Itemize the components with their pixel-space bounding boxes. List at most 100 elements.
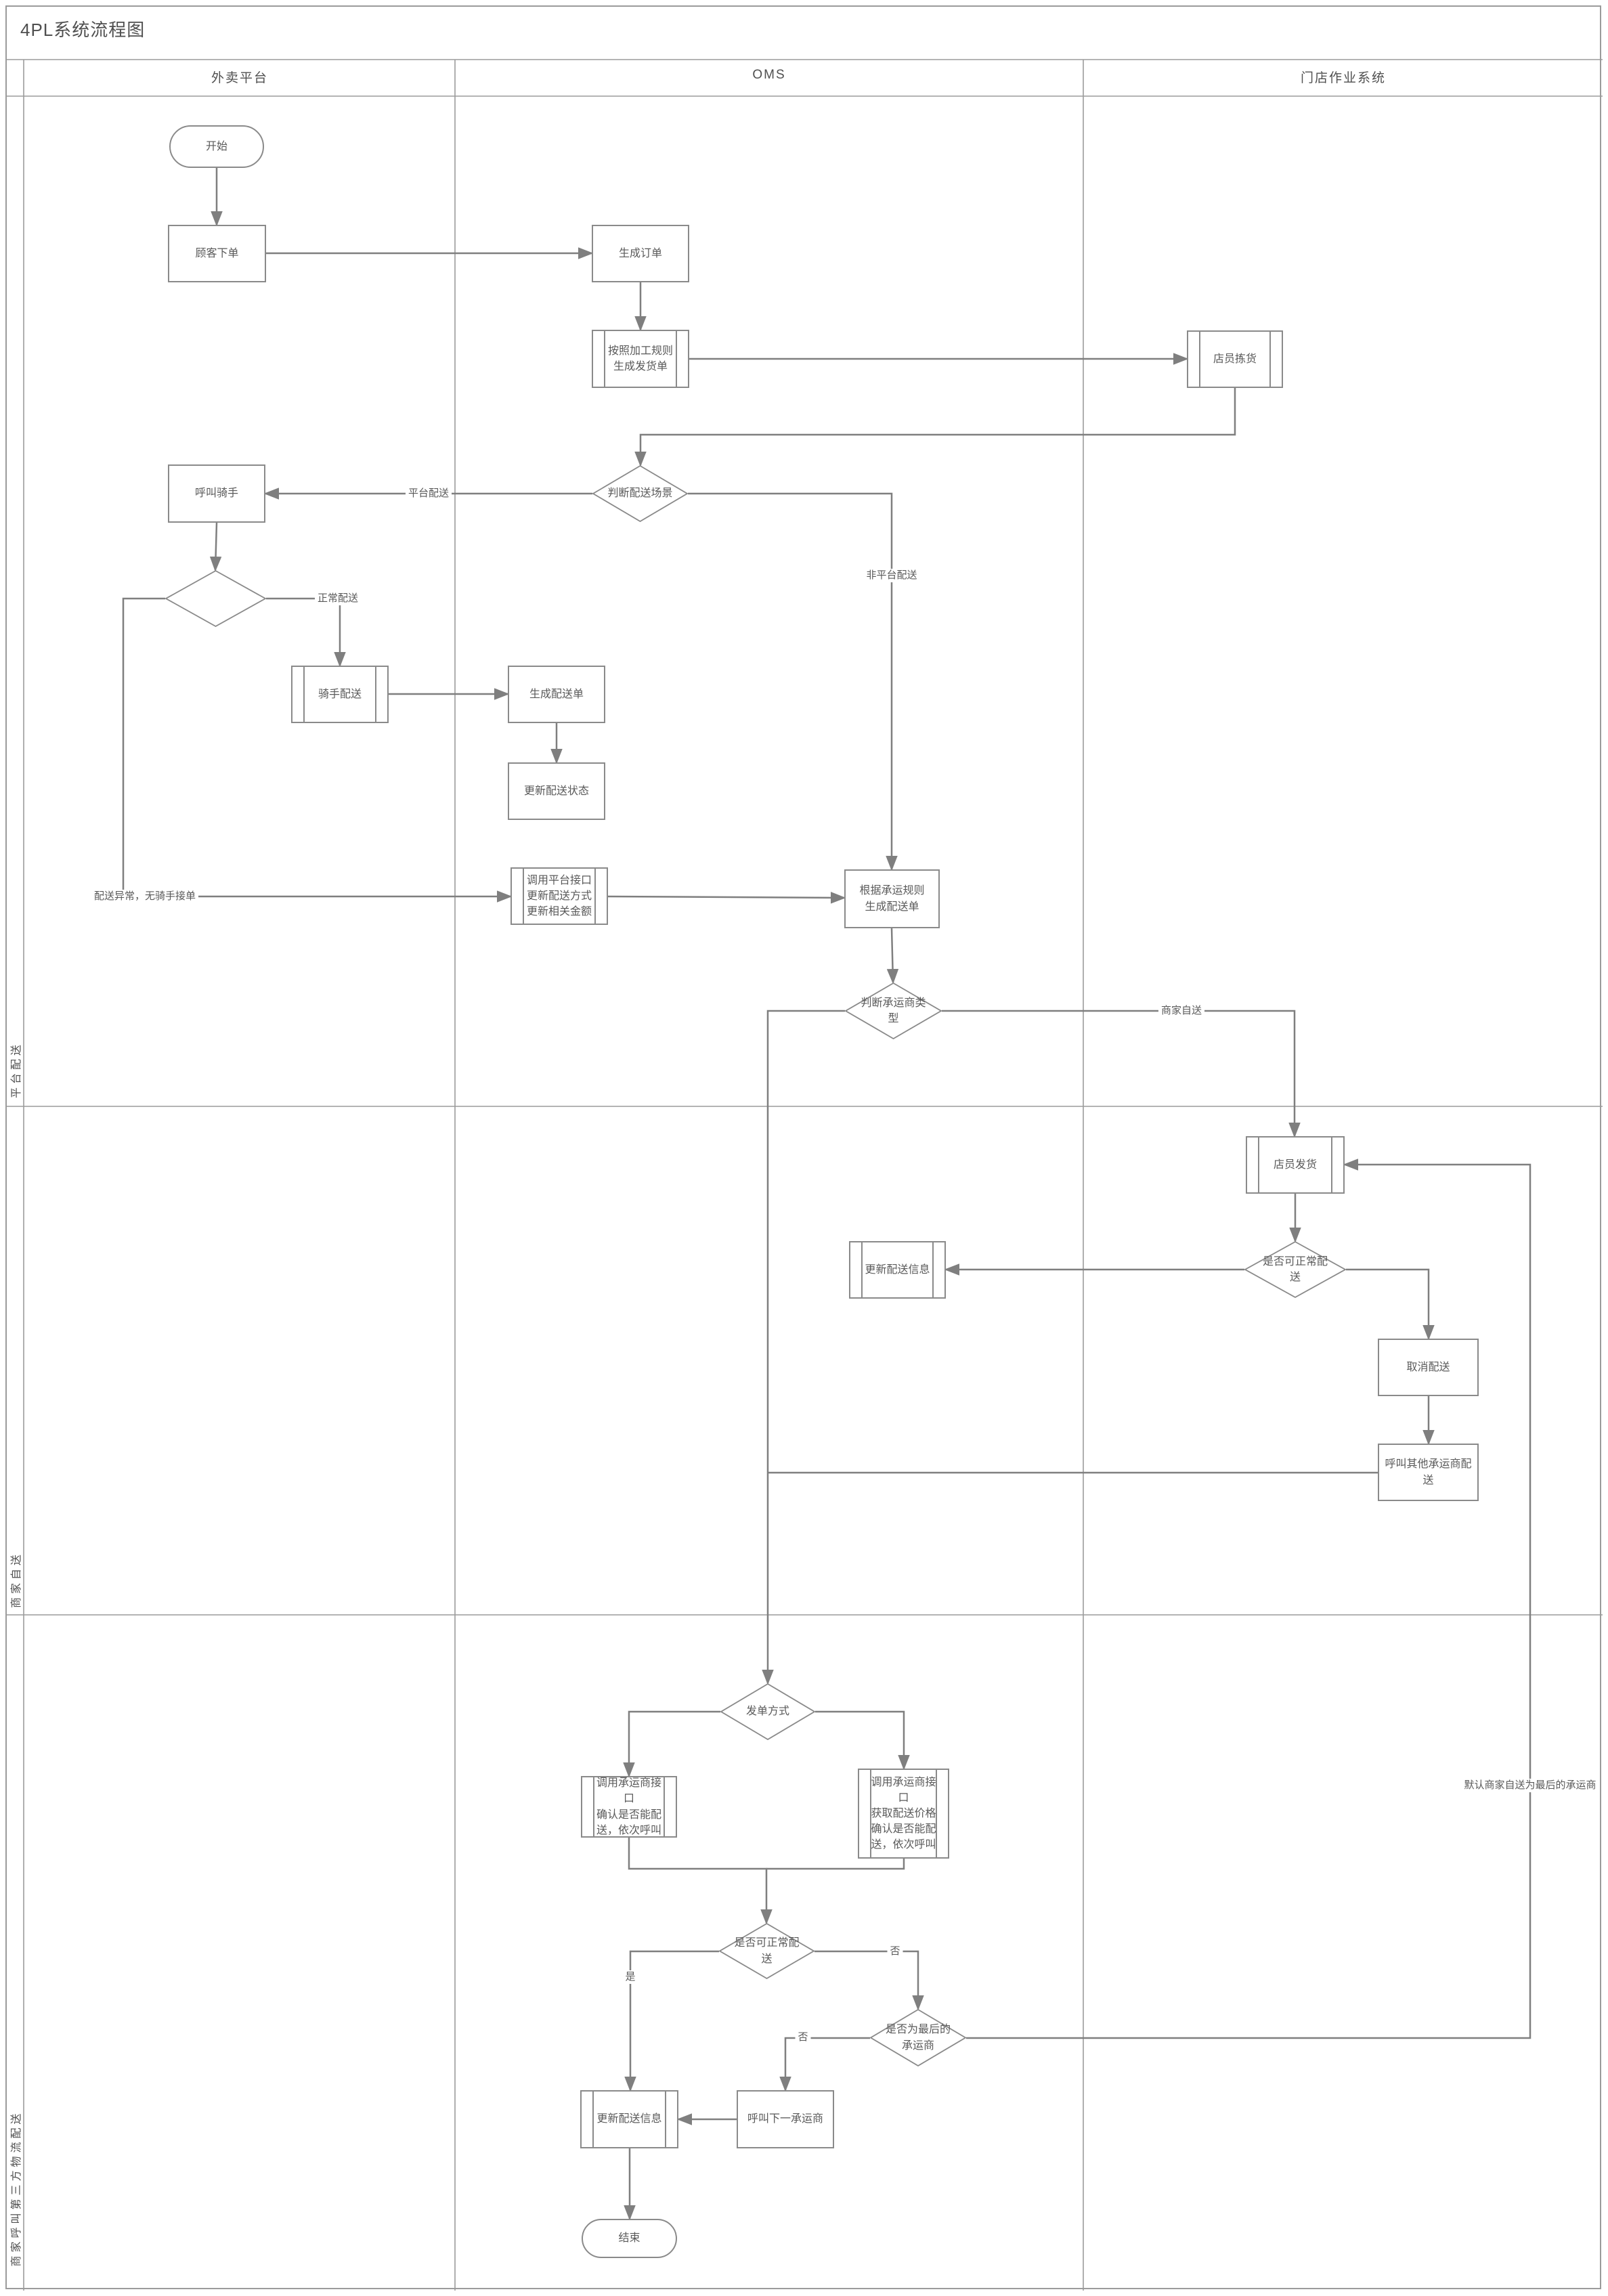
predefined-bar-right [936,1770,937,1857]
decision-diamond-shape [1244,1241,1346,1298]
node-call-other-carrier: 呼叫其他承运商配 送 [1378,1444,1479,1501]
decision-diamond-shape [592,465,688,522]
node-label: 呼叫骑手 [194,488,238,500]
flow-edge-12 [688,492,898,871]
flow-edge-4 [634,388,1236,467]
node-update-delivery-info-3pl: 更新配送信息 [580,2090,678,2148]
node-is-last-carrier: 是否为最后的 承运商 [870,2009,966,2066]
flow-edge-21 [623,1710,720,1778]
edge-label-30: 默认商家自送为最后的承运商 [1461,1779,1599,1792]
node-update-delivery-status: 更新配送状态 [508,762,605,820]
node-label: 生成配送单 [529,688,584,700]
node-label: 是否可正常配 送 [734,1937,800,1965]
node-call-carrier-api-price: 调用承运商接 口 获取配送价格 确认是否能配 送，依次呼叫 [858,1769,949,1859]
edge-label-12: 非平台配送 [863,569,920,582]
predefined-bar-right [594,869,596,924]
flow-edge-27 [779,2037,870,2092]
node-rider-result-branch [165,570,266,627]
decision-diamond-shape [719,1923,814,1979]
predefined-bar-left [1199,332,1200,387]
node-update-delivery-info-merchant: 更新配送信息 [849,1241,946,1299]
node-can-deliver-normal-merchant: 是否可正常配 送 [1244,1241,1346,1298]
lane-row-label-2: 商家呼叫第三方物流配送 [11,2110,22,2267]
decision-diamond-shape [845,982,942,1039]
flow-edge-10 [122,597,513,903]
predefined-bar-right [932,1242,934,1297]
node-customer-place-order: 顾客下单 [168,225,266,282]
flow-edge-30 [966,1158,1531,2039]
predefined-bar-right [664,1777,665,1836]
node-cancel-delivery: 取消配送 [1378,1339,1479,1396]
lane-header-1: OMS [752,68,786,82]
node-call-next-carrier: 呼叫下一承运商 [737,2090,834,2148]
flow-edge-18 [1346,1268,1435,1341]
predefined-bar-right [375,667,376,722]
node-start: 开始 [169,125,264,168]
flow-edge-23 [628,1838,773,1925]
predefined-bar-left [604,331,605,387]
node-end: 结束 [582,2219,677,2258]
predefined-bar-right [1269,332,1271,387]
node-create-shipping-doc: 按照加工规则 生成发货单 [592,330,689,388]
flow-edge-7 [266,597,346,668]
node-clerk-picking: 店员拣货 [1187,330,1283,388]
node-can-deliver-normal-3pl: 是否可正常配 送 [719,1923,814,1979]
diagram-title: 4PL系统流程图 [20,20,146,40]
node-create-order: 生成订单 [592,225,689,282]
decision-diamond-shape [870,2009,966,2066]
lane-header-2: 门店作业系统 [1300,71,1386,85]
edge-label-27: 否 [795,2031,811,2044]
node-call-platform-api: 调用平台接口 更新配送方式 更新相关金额 [510,867,608,925]
flow-edge-6 [209,522,222,572]
flow-edge-22 [815,1710,910,1771]
flow-edge-15 [942,1010,1301,1138]
node-judge-delivery-scene: 判断配送场景 [592,465,688,522]
predefined-bar-right [1331,1138,1332,1192]
edge-label-7: 正常配送 [314,592,362,605]
node-label: 取消配送 [1406,1361,1450,1373]
edge-label-26: 否 [887,1945,903,1958]
edge-label-25: 是 [622,1970,638,1984]
node-label: 店员发货 [1273,1158,1317,1171]
node-label: 是否为最后的 承运商 [885,2024,951,2052]
node-call-carrier-api-confirm: 调用承运商接 口 确认是否能配 送，依次呼叫 [581,1776,677,1838]
node-label: 开始 [205,140,227,152]
decision-diamond-shape [720,1683,815,1740]
node-label: 按照加工规则 生成发货单 [607,345,673,372]
flow-edge-24 [766,1859,905,1870]
node-clerk-shipping: 店员发货 [1246,1136,1345,1194]
node-label: 生成订单 [618,247,662,259]
node-rider-delivery: 骑手配送 [291,666,389,723]
flow-edge-14 [762,1010,845,1685]
predefined-bar-left [1258,1138,1259,1192]
node-create-delivery-by-rule: 根据承运规则 生成配送单 [844,869,940,928]
node-label: 店员拣货 [1213,353,1257,365]
node-label: 是否可正常配 送 [1262,1255,1328,1283]
edge-label-15: 商家自送 [1158,1004,1205,1018]
node-label: 结束 [618,2232,640,2245]
lane-row-label-1: 商家自送 [11,1551,22,1609]
node-label: 更新配送信息 [865,1263,930,1276]
node-label: 更新配送状态 [523,785,589,797]
predefined-bar-left [593,1777,594,1836]
predefined-bar-left [523,869,524,924]
node-label: 调用承运商接 口 确认是否能配 送，依次呼叫 [596,1777,661,1836]
flow-edge-26 [814,1950,924,2011]
node-create-delivery-doc: 生成配送单 [508,666,605,723]
node-label: 呼叫下一承运商 [747,2113,823,2125]
diagram-border [5,5,1601,2289]
predefined-bar-right [665,2092,666,2147]
lane-row-label-0: 平台配送 [11,1041,22,1099]
predefined-bar-left [870,1770,871,1857]
node-label: 发单方式 [745,1706,789,1718]
node-judge-carrier-type: 判断承运商类 型 [845,982,942,1039]
decision-diamond-shape [165,570,266,627]
predefined-bar-left [303,667,305,722]
lane-header-0: 外卖平台 [211,71,268,85]
edge-label-5: 平台配送 [405,487,452,500]
node-label: 判断配送场景 [607,488,673,500]
node-label: 根据承运规则 生成配送单 [859,885,925,913]
flow-edge-25 [624,1950,719,2092]
flow-edge-11 [607,892,846,904]
